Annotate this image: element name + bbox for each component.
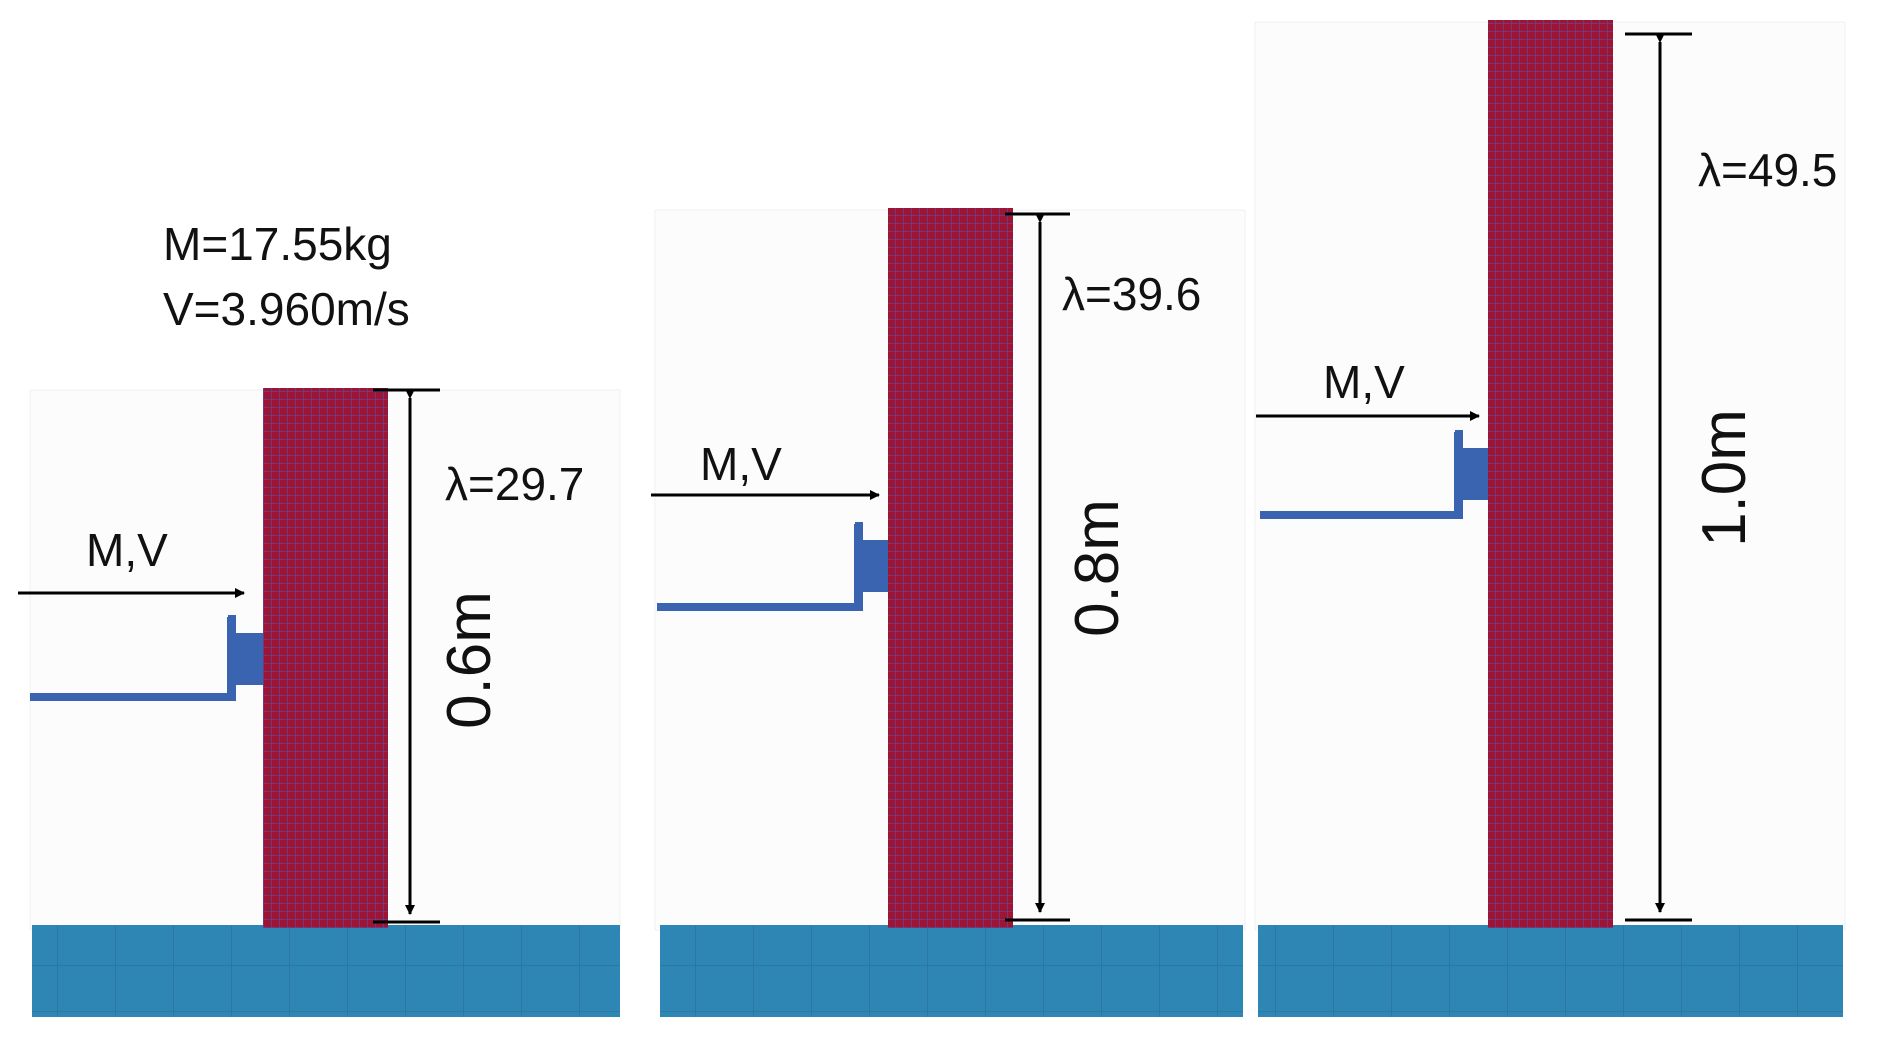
impactor-rod [1260, 430, 1463, 519]
height-label: 1.0m [1690, 409, 1759, 547]
base-block [32, 925, 620, 1017]
impactor-head [1462, 448, 1488, 500]
slenderness-label: λ=49.5 [1698, 144, 1837, 196]
column [263, 388, 388, 928]
load-label: M,V [700, 438, 782, 490]
impactor-head [862, 540, 888, 592]
impactor-head [235, 633, 263, 685]
impactor-rod [657, 522, 863, 611]
slenderness-label: λ=29.7 [445, 458, 584, 510]
column [1488, 20, 1613, 928]
case-0-6m: M,V λ=29.7 0.6m [18, 388, 621, 1017]
mass-label: M=17.55kg [163, 218, 392, 270]
impactor-rod [30, 615, 236, 701]
case-1-0m: M,V λ=49.5 1.0m [1254, 20, 1846, 1017]
load-label: M,V [86, 524, 168, 576]
height-label: 0.8m [1063, 499, 1132, 637]
case-0-8m: M,V λ=39.6 0.8m [651, 208, 1246, 1017]
height-label: 0.6m [435, 591, 504, 729]
velocity-label: V=3.960m/s [163, 283, 410, 335]
load-label: M,V [1323, 356, 1405, 408]
slenderness-label: λ=39.6 [1062, 268, 1201, 320]
column [888, 208, 1013, 928]
base-block [660, 925, 1243, 1017]
base-block [1258, 925, 1843, 1017]
